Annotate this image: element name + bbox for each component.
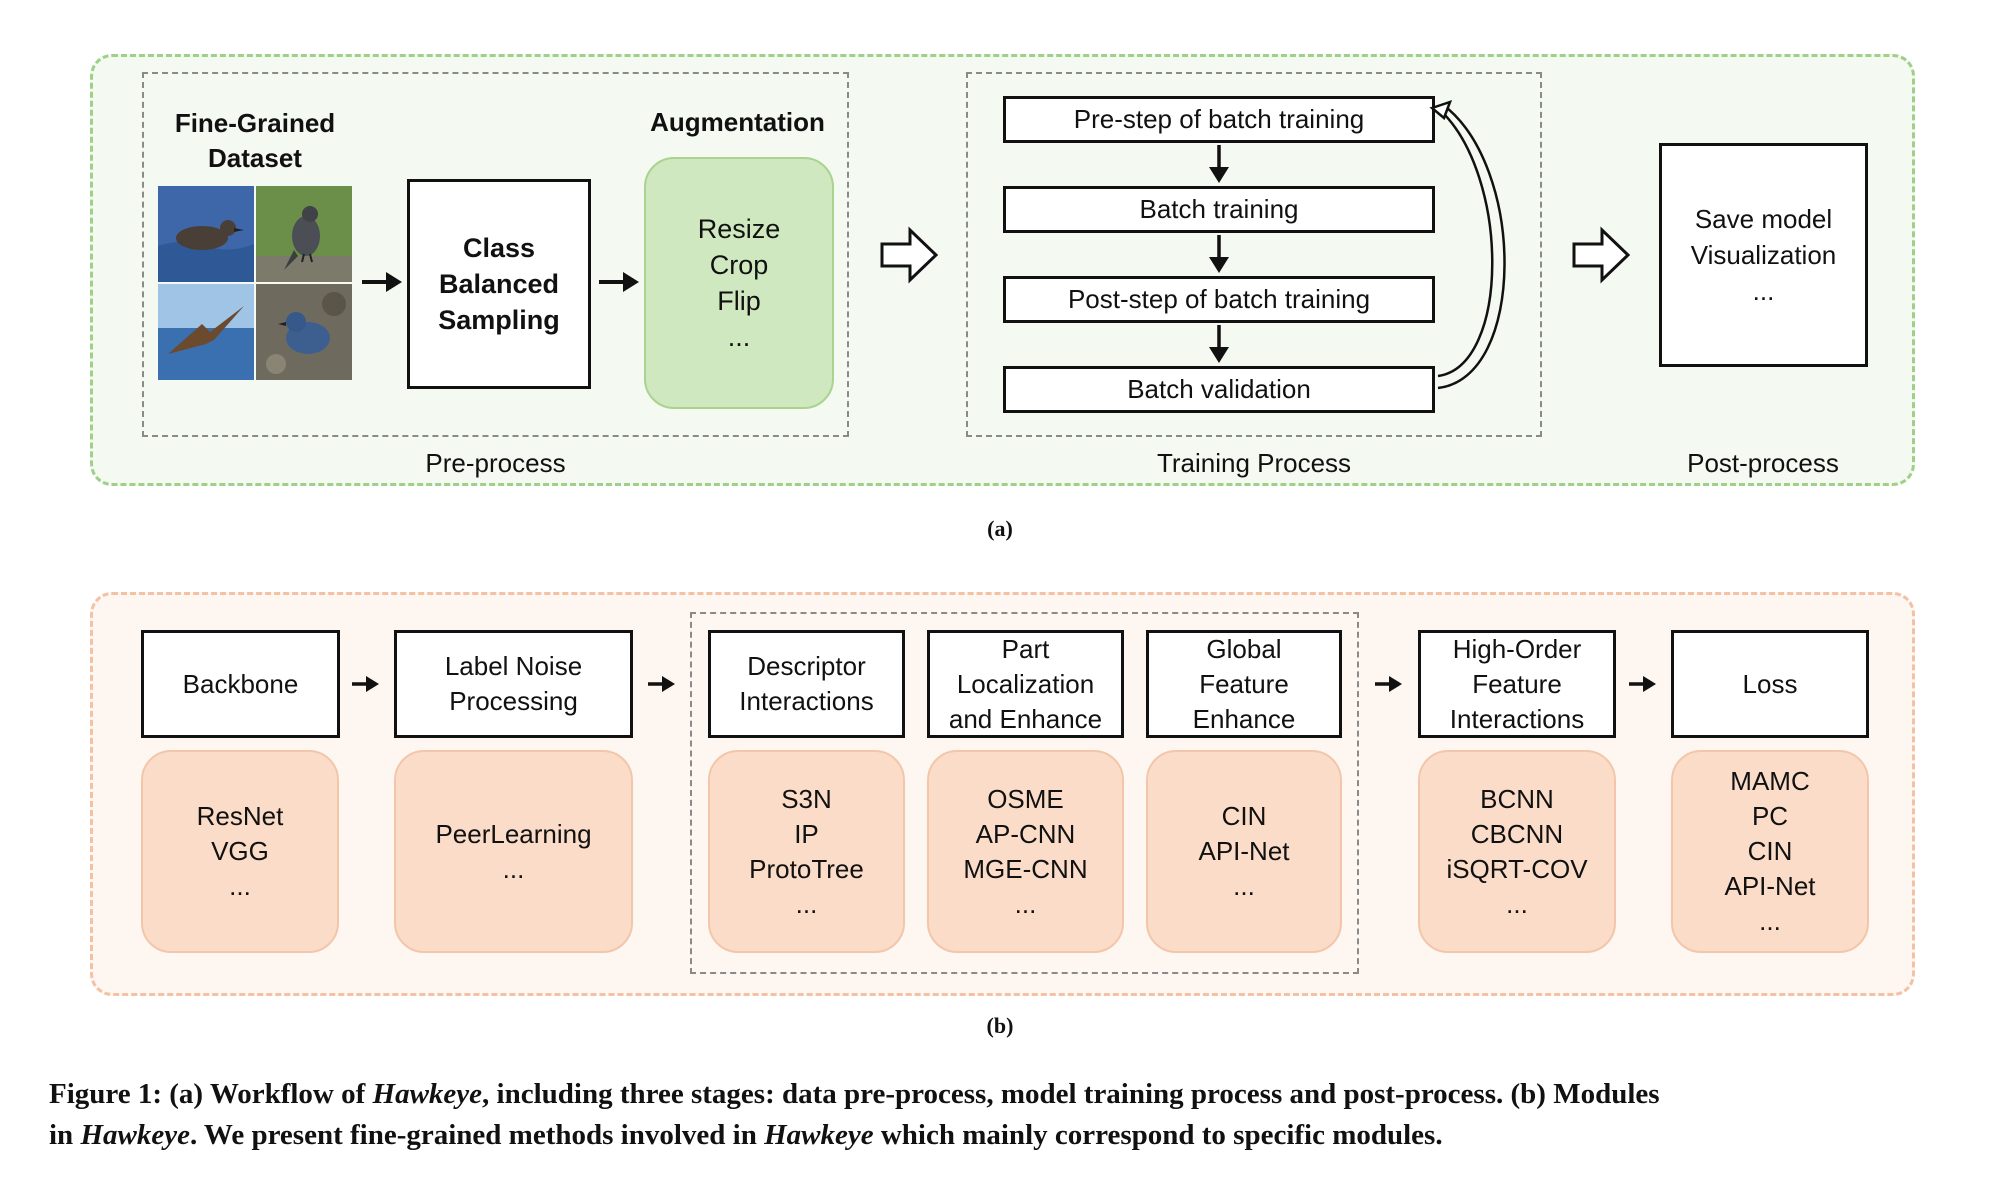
- postprocess-label: Post-process: [1687, 448, 1839, 478]
- method-item: AP-CNN: [975, 818, 1076, 849]
- method-item: PC: [1751, 801, 1789, 831]
- arrow-step-down: [1209, 235, 1229, 273]
- methods-box-global-feature: CIN API-Net ...: [1146, 750, 1342, 953]
- method-item: ...: [795, 888, 818, 919]
- method-item: API-Net: [1198, 836, 1290, 866]
- bird-photo-1: [158, 186, 254, 282]
- postprocess-item: Visualization: [1690, 240, 1837, 270]
- postprocess-item: ...: [1752, 276, 1775, 306]
- figure-caption: Figure 1: (a) Workflow of Hawkeye, inclu…: [49, 1074, 1969, 1156]
- methods-box-label-noise: PeerLearning ...: [394, 750, 633, 953]
- method-item: S3N: [781, 783, 832, 814]
- preprocess-label: Pre-process: [425, 448, 566, 478]
- method-item: ...: [1014, 888, 1037, 919]
- class-balanced-sampling-box: Class Balanced Sampling: [407, 179, 591, 389]
- module-box-part-localization: Part Localization and Enhance: [927, 630, 1124, 738]
- caption-line-2: in Hawkeye. We present fine-grained meth…: [49, 1119, 1443, 1151]
- module-box-backbone: Backbone: [141, 630, 340, 738]
- arrow-module: [1629, 676, 1656, 692]
- arrow-module: [352, 676, 379, 692]
- method-item: API-Net: [1724, 871, 1816, 901]
- training-step-box: Pre-step of batch training: [1003, 96, 1435, 143]
- hollow-arrow-pre-to-training: [880, 226, 939, 284]
- augmentation-title: Augmentation: [650, 107, 825, 137]
- method-item: ...: [229, 871, 251, 901]
- arrow-module: [648, 676, 675, 692]
- panel-a-sublabel: (a): [987, 516, 1013, 541]
- panel-b-sublabel: (b): [986, 1013, 1014, 1038]
- preprocess-group: [142, 72, 849, 437]
- method-item: CIN: [1747, 836, 1793, 866]
- middle-modules-group: [690, 612, 1359, 974]
- augmentation-item: Crop: [709, 250, 769, 280]
- method-item: ...: [1506, 888, 1528, 919]
- augmentation-item: Flip: [717, 286, 761, 316]
- loop-back-arrows: [1429, 99, 1506, 390]
- module-box-descriptor-interactions: Descriptor Interactions: [708, 630, 905, 738]
- method-item: CIN: [1221, 801, 1267, 831]
- training-step-box: Batch validation: [1003, 366, 1435, 413]
- training-group: [966, 72, 1542, 437]
- bird-photo-3: [158, 284, 254, 380]
- module-box-loss: Loss: [1671, 630, 1869, 738]
- method-item: ProtoTree: [749, 853, 864, 884]
- method-item: ...: [502, 853, 525, 884]
- arrow-dataset-to-sampling: [362, 272, 402, 292]
- caption-line-1: Figure 1: (a) Workflow of Hawkeye, inclu…: [49, 1078, 1660, 1110]
- training-step-box: Batch training: [1003, 186, 1435, 233]
- method-item: OSME: [987, 783, 1064, 814]
- method-item: PeerLearning: [435, 818, 592, 849]
- augmentation-box: Resize Crop Flip ...: [644, 157, 834, 409]
- training-label: Training Process: [1156, 448, 1352, 478]
- bird-photo-2: [256, 186, 352, 282]
- method-item: iSQRT-COV: [1446, 853, 1588, 884]
- methods-box-high-order: BCNN CBCNN iSQRT-COV ...: [1418, 750, 1616, 953]
- postprocess-box: Save model Visualization ...: [1659, 143, 1868, 367]
- method-item: IP: [794, 818, 819, 849]
- arrow-sampling-to-augmentation: [599, 272, 639, 292]
- method-item: ...: [1759, 906, 1781, 936]
- bird-photo-4: [256, 284, 352, 380]
- module-box-global-feature: Global Feature Enhance: [1146, 630, 1342, 738]
- training-step-box: Post-step of batch training: [1003, 276, 1435, 323]
- augmentation-item: Resize: [697, 214, 781, 244]
- dataset-title: Fine-Grained Dataset: [174, 108, 336, 173]
- method-item: ...: [1233, 871, 1255, 901]
- method-item: VGG: [211, 836, 269, 866]
- arrow-module: [1375, 676, 1402, 692]
- methods-box-part-localization: OSME AP-CNN MGE-CNN ...: [927, 750, 1124, 953]
- module-box-label-noise: Label Noise Processing: [394, 630, 633, 738]
- method-item: MGE-CNN: [963, 853, 1088, 884]
- methods-box-backbone: ResNet VGG ...: [141, 750, 339, 953]
- arrow-step-down: [1209, 325, 1229, 363]
- methods-box-loss: MAMC PC CIN API-Net ...: [1671, 750, 1869, 953]
- hollow-arrow-training-to-post: [1572, 226, 1631, 284]
- methods-box-descriptor-interactions: S3N IP ProtoTree ...: [708, 750, 905, 953]
- method-item: BCNN: [1480, 783, 1554, 814]
- method-item: ResNet: [196, 801, 284, 831]
- method-item: CBCNN: [1470, 818, 1564, 849]
- method-item: MAMC: [1730, 766, 1810, 796]
- arrow-step-down: [1209, 145, 1229, 183]
- postprocess-item: Save model: [1694, 204, 1833, 234]
- module-box-high-order: High-Order Feature Interactions: [1418, 630, 1616, 738]
- augmentation-item: ...: [727, 322, 751, 352]
